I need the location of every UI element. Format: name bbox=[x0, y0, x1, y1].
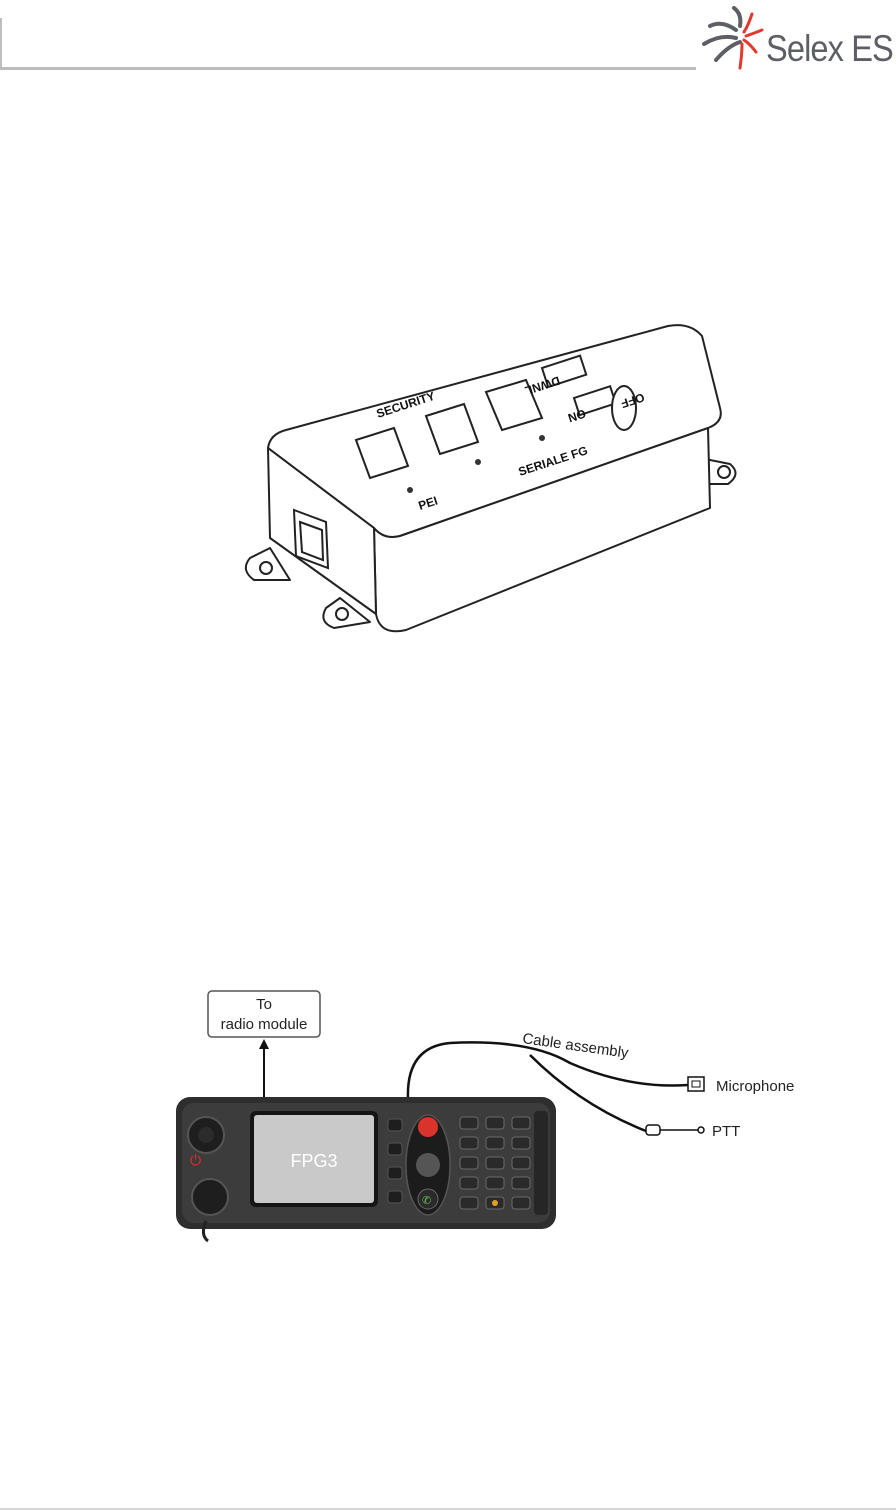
ptt-connector-icon bbox=[646, 1125, 660, 1135]
logo-text: Selex ES bbox=[766, 28, 893, 70]
radio-module-label: radio module bbox=[221, 1016, 308, 1033]
control-head-body: ⏻ FPG3 ✆ bbox=[176, 1097, 556, 1241]
logo-mark-icon bbox=[696, 0, 768, 75]
header-tick bbox=[0, 18, 2, 70]
footer-rule bbox=[0, 1508, 896, 1510]
screen-label: FPG3 bbox=[290, 1151, 337, 1171]
microphone-label: Microphone bbox=[716, 1078, 794, 1095]
svg-text:✆: ✆ bbox=[422, 1195, 431, 1207]
interface-box-drawing: SECURITY DWNL ON OFF PEI SERIALE FG bbox=[230, 318, 750, 648]
svg-text:⏻: ⏻ bbox=[190, 1152, 201, 1168]
to-label: To bbox=[256, 996, 272, 1013]
ptt-label: PTT bbox=[712, 1123, 740, 1140]
control-head-diagram: To radio module Cable assembly Microphon… bbox=[170, 985, 820, 1245]
header-rule bbox=[0, 67, 696, 70]
selex-logo: Selex ES bbox=[696, 0, 896, 75]
cable-assembly-label: Cable assembly bbox=[521, 1030, 630, 1062]
